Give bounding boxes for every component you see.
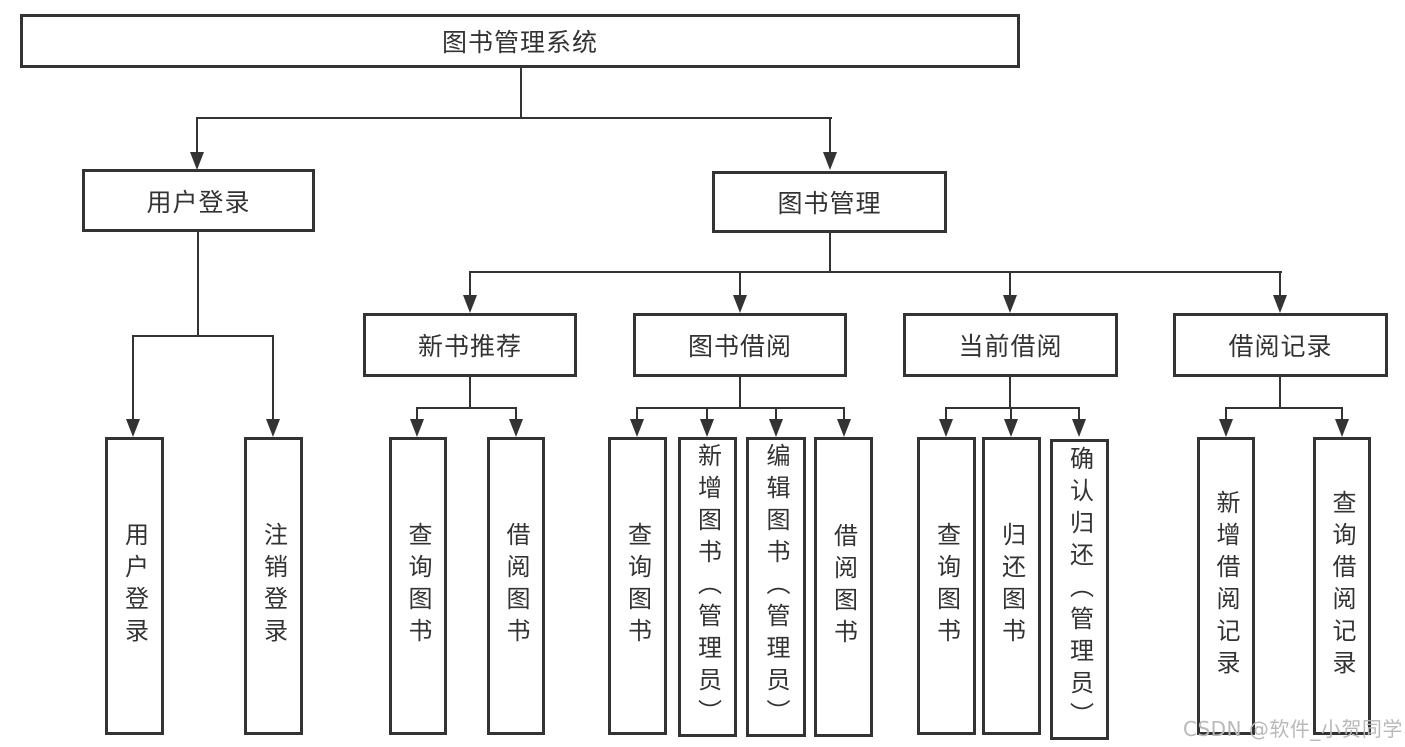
connector-line: [520, 68, 522, 118]
connector-line: [132, 335, 134, 421]
leaf-borrow-books: 借阅图书: [487, 437, 545, 735]
leaf-return-books: 归还图书: [982, 437, 1041, 735]
arrowhead-down-icon: [463, 295, 477, 313]
arrowhead-down-icon: [266, 419, 280, 437]
leaf-edit-book-admin: 编辑图书（管理员）: [746, 437, 806, 737]
connector-line: [272, 335, 274, 421]
arrowhead-down-icon: [1072, 419, 1086, 437]
node-new-book-recommendation: 新书推荐: [363, 313, 577, 377]
leaf-add-borrow-record: 新增借阅记录: [1197, 437, 1255, 735]
connector-line: [843, 407, 845, 421]
node-borrowing-records: 借阅记录: [1173, 313, 1388, 377]
arrowhead-down-icon: [1003, 295, 1017, 313]
connector-line: [945, 407, 947, 421]
csdn-watermark: CSDN @软件_小贺同学: [1183, 717, 1403, 741]
connector-line: [829, 117, 831, 155]
leaf-query-books: 查询图书: [389, 437, 447, 735]
connector-line: [1225, 407, 1343, 409]
leaf-query-borrow-record: 查询借阅记录: [1313, 437, 1371, 735]
connector-line: [1279, 271, 1281, 297]
arrowhead-down-icon: [1004, 419, 1018, 437]
arrowhead-down-icon: [939, 419, 953, 437]
leaf-user-login: 用户登录: [105, 437, 164, 735]
node-current-borrowing: 当前借阅: [903, 313, 1118, 377]
leaf-add-book-admin: 新增图书（管理员）: [678, 437, 737, 737]
connector-line: [706, 407, 708, 421]
connector-line: [1009, 271, 1011, 297]
arrowhead-down-icon: [837, 419, 851, 437]
arrowhead-down-icon: [1219, 419, 1233, 437]
connector-line: [1225, 407, 1227, 421]
arrowhead-down-icon: [1273, 295, 1287, 313]
connector-line: [196, 117, 198, 155]
connector-line: [1078, 407, 1080, 421]
arrowhead-down-icon: [126, 419, 140, 437]
leaf-query-books: 查询图书: [917, 437, 976, 735]
connector-line: [1010, 407, 1012, 421]
connector-line: [739, 271, 741, 297]
connector-line: [515, 407, 517, 421]
connector-line: [197, 231, 199, 337]
connector-line: [196, 117, 832, 119]
connector-line: [739, 377, 741, 409]
arrowhead-down-icon: [509, 419, 523, 437]
arrowhead-down-icon: [733, 295, 747, 313]
arrowhead-down-icon: [769, 419, 783, 437]
arrowhead-down-icon: [630, 419, 644, 437]
connector-line: [132, 335, 274, 337]
node-user-login: 用户登录: [82, 169, 315, 232]
arrowhead-down-icon: [1335, 419, 1349, 437]
connector-line: [636, 407, 638, 421]
connector-line: [1341, 407, 1343, 421]
node-library-management-system: 图书管理系统: [20, 14, 1020, 68]
arrowhead-down-icon: [700, 419, 714, 437]
leaf-confirm-return-admin: 确认归还（管理员）: [1050, 439, 1109, 740]
leaf-query-books: 查询图书: [608, 437, 667, 735]
connector-line: [469, 271, 1282, 273]
connector-line: [945, 407, 1080, 409]
connector-line: [1279, 377, 1281, 409]
connector-line: [469, 377, 471, 409]
node-book-borrowing: 图书借阅: [633, 313, 847, 377]
node-book-management: 图书管理: [712, 171, 947, 233]
connector-line: [636, 407, 845, 409]
arrowhead-down-icon: [190, 152, 204, 170]
connector-line: [416, 407, 517, 409]
connector-line: [829, 233, 831, 273]
connector-line: [469, 271, 471, 297]
connector-line: [416, 407, 418, 421]
connector-line: [775, 407, 777, 421]
leaf-borrow-books: 借阅图书: [814, 437, 873, 737]
connector-line: [1009, 377, 1011, 409]
leaf-logout: 注销登录: [244, 437, 303, 735]
arrowhead-down-icon: [823, 152, 837, 170]
arrowhead-down-icon: [410, 419, 424, 437]
